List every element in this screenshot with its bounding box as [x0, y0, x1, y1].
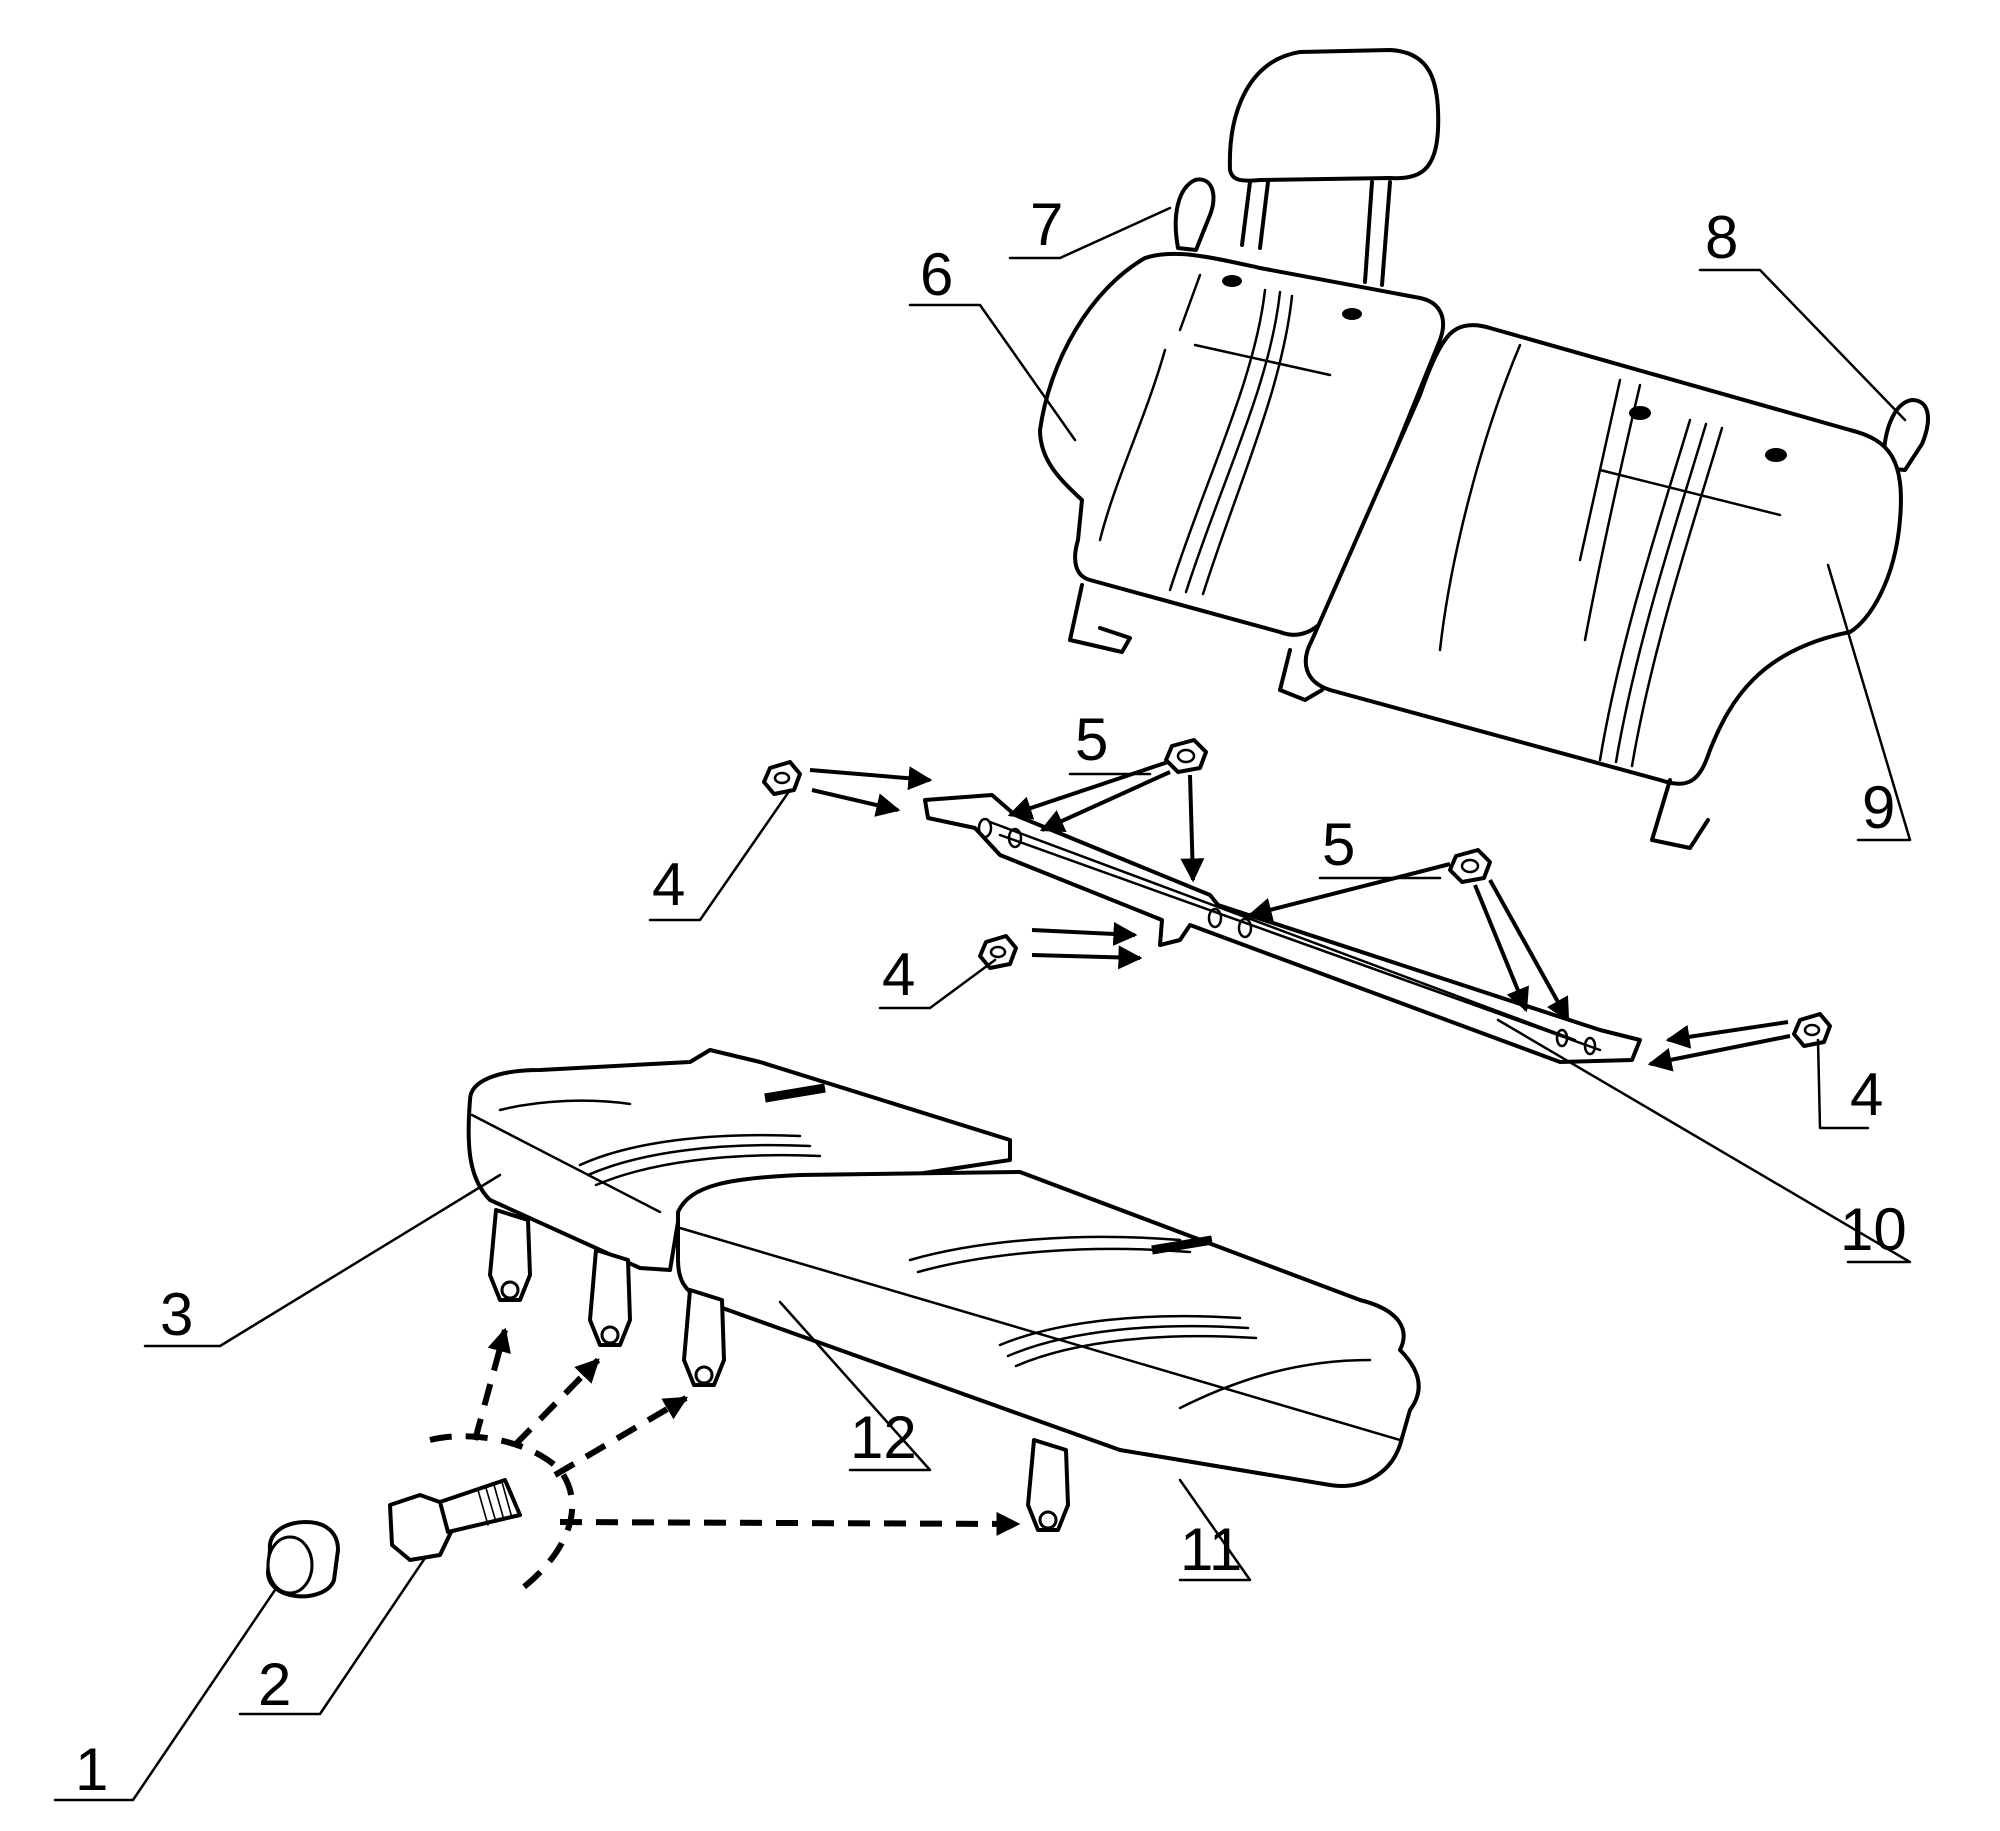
callout-9: 9: [1862, 774, 1895, 841]
nut-4-upper-left: [762, 760, 802, 796]
callout-labels: 1 2 3 4 4 4 5 5 6 7 8 9 10 11 12: [75, 191, 1907, 1803]
bolt-insertion-paths: [429, 1327, 1021, 1593]
callout-7: 7: [1030, 191, 1063, 258]
cross-bracket: [923, 793, 1642, 1064]
nut-4-middle: [978, 934, 1018, 970]
seat-cushion-assembly: [466, 1048, 1421, 1532]
right-backrest-section: [1303, 323, 1903, 850]
hinge-bracket-11: [1026, 1438, 1070, 1532]
left-belt-loop: [1173, 177, 1216, 252]
right-seat-cushion: [676, 1170, 1421, 1488]
callout-leaders: [53, 206, 1912, 1802]
cap-nut-1: [266, 1520, 340, 1599]
callout-1: 1: [75, 1736, 108, 1803]
headrest: [1227, 48, 1441, 287]
left-seat-cushion: [466, 1048, 1012, 1272]
assembly-arrows: [809, 760, 1791, 1072]
callout-5-lower: 5: [1322, 811, 1355, 878]
nut-4-right: [1792, 1012, 1832, 1048]
nut-5-lower: [1448, 848, 1492, 884]
callout-11: 11: [1180, 1516, 1242, 1583]
callout-4-right: 4: [1850, 1061, 1883, 1128]
callout-12: 12: [850, 1404, 917, 1471]
callout-10: 10: [1840, 1196, 1907, 1263]
callout-6: 6: [920, 241, 953, 308]
callout-3: 3: [160, 1281, 193, 1348]
callout-4-middle: 4: [882, 941, 915, 1008]
hinge-brackets: [488, 1208, 1070, 1532]
seat-back-assembly: [1038, 48, 1930, 850]
callout-4-upper-left: 4: [652, 851, 685, 918]
nut-5-upper: [1164, 738, 1208, 774]
left-backrest-section: [1038, 251, 1446, 702]
right-belt-loop: [1881, 398, 1930, 472]
callout-2: 2: [258, 1651, 291, 1718]
callout-5-upper: 5: [1075, 706, 1108, 773]
bolt-2: [388, 1478, 522, 1562]
callout-8: 8: [1705, 204, 1738, 271]
